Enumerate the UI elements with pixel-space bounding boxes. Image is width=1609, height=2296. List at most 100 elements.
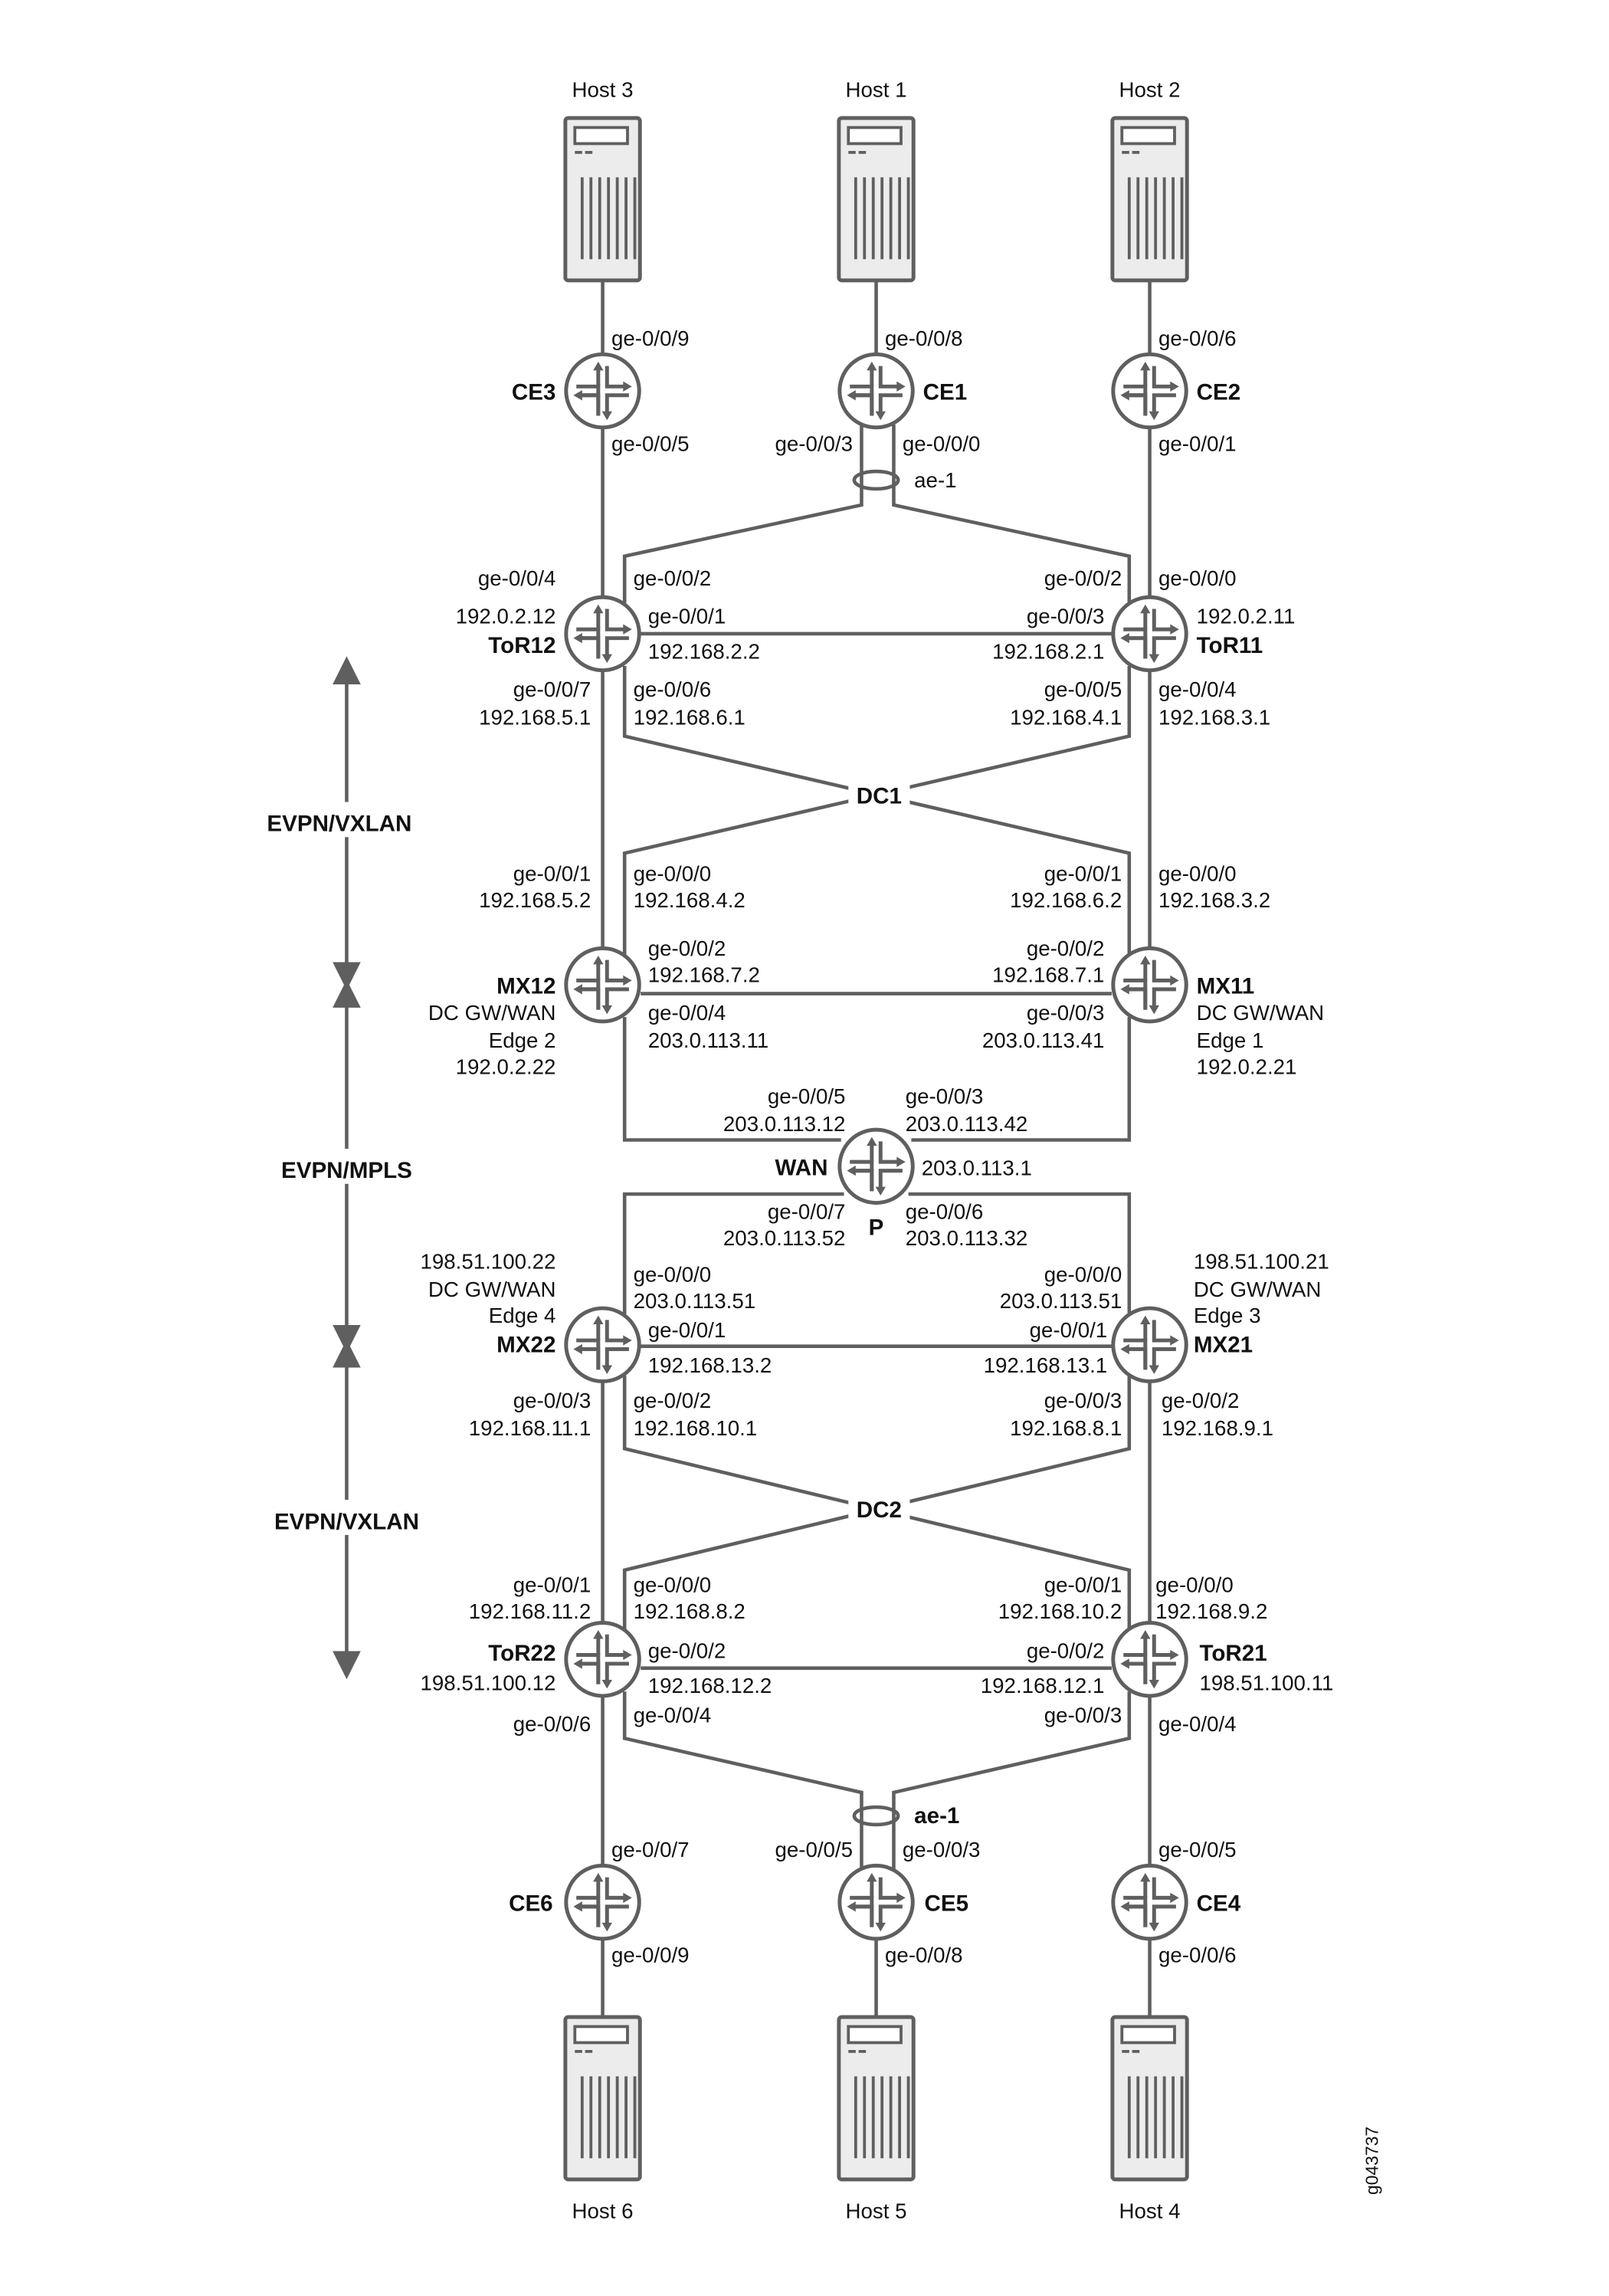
node-name-ce6: CE6 [509,1891,553,1917]
lag-ellipse-top [852,469,900,491]
port-label: ge-0/0/4 [648,1001,726,1025]
ip-label: 192.168.8.1 [1010,1416,1122,1440]
port-label: ge-0/0/3 [1027,605,1105,628]
host-label: Host 5 [846,2199,907,2223]
ip-label: 192.168.7.1 [992,963,1104,986]
router-icon-ce5 [840,1865,913,1938]
port-label: ge-0/0/3 [903,1838,981,1861]
server-icon-host5 [839,2017,913,2180]
host-label: Host 1 [846,77,907,101]
port-label: ge-0/0/6 [906,1200,984,1224]
ip-label: 203.0.113.42 [906,1112,1028,1136]
port-label: ge-0/0/3 [1027,1001,1105,1025]
link-ce1-tor11 [892,424,1132,603]
ip-label: 192.168.13.1 [984,1353,1108,1377]
node-name-mx21: MX21 [1194,1332,1253,1357]
ip-label: 192.168.10.2 [998,1599,1122,1623]
edge-label: Edge 1 [1197,1028,1264,1052]
node-name-ce1: CE1 [923,380,968,405]
server-icon-host3 [565,118,640,280]
node-name-tor11: ToR11 [1197,633,1263,658]
role-label: DC GW/WAN [428,1001,556,1025]
router-icon-mx21 [1113,1308,1186,1381]
ip-label: 192.168.11.2 [469,1599,591,1623]
link-ce1-tor12 [622,424,863,603]
link-mx12-wan [622,1017,841,1142]
ip-label: 192.168.11.1 [469,1416,591,1440]
ip-label: 192.168.6.1 [634,705,746,729]
host-label: Host 6 [572,2199,634,2223]
link-wan-mx21 [908,1192,1132,1314]
ip-label: 192.168.9.1 [1162,1416,1273,1440]
ip-label: 192.168.12.1 [981,1674,1105,1697]
router-icon-tor22 [566,1623,639,1696]
ip-label: 192.168.8.2 [634,1599,746,1623]
node-name-tor12: ToR12 [488,633,555,658]
node-name-ce4: CE4 [1197,1891,1241,1917]
server-icon-host4 [1113,2017,1187,2180]
ip-label: 192.168.3.1 [1158,705,1270,729]
segment-label-middle: EVPN/MPLS [281,1158,412,1183]
role-label-p: P [869,1215,884,1241]
server-icon-host1 [839,118,913,280]
ip-label: 192.168.4.1 [1010,705,1122,729]
ip-label: 192.168.10.1 [634,1416,758,1440]
port-label: ge-0/0/2 [1027,936,1105,960]
loopback-label: 198.51.100.12 [420,1671,555,1694]
role-label: DC GW/WAN [428,1278,556,1301]
port-label: ge-0/0/4 [478,566,556,590]
ce-bottom-labels: ae-1 ge-0/0/7 ge-0/0/5 ge-0/0/3 ge-0/0/5… [509,1803,1241,1966]
node-name-ce5: CE5 [925,1891,969,1917]
node-name-tor21: ToR21 [1199,1641,1267,1666]
ip-label: 192.168.13.2 [648,1353,772,1377]
mx-dc2-labels: 198.51.100.22 DC GW/WAN Edge 4 MX22 ge-0… [420,1250,1329,1441]
node-name-tor22: ToR22 [488,1641,555,1666]
port-label: ge-0/0/0 [634,1263,712,1287]
node-name-ce3: CE3 [512,380,556,405]
port-label: ge-0/0/0 [1155,1573,1234,1596]
port-label: ge-0/0/2 [648,936,726,960]
ip-label: 192.168.5.2 [479,888,591,912]
router-icon-ce1 [840,354,913,427]
router-icon-ce3 [566,354,639,427]
lag-ellipse-bottom [852,1805,900,1827]
links [601,280,1152,2017]
port-label: ge-0/0/9 [611,1943,690,1966]
port-label: ge-0/0/3 [513,1389,591,1412]
ip-label: 192.168.3.2 [1158,888,1270,912]
loopback-label: 192.0.2.22 [456,1055,556,1079]
router-icon-mx22 [566,1308,639,1381]
dc2-label: DC2 [857,1497,902,1523]
port-label: ge-0/0/2 [634,1389,712,1412]
port-label: ge-0/0/6 [1158,1943,1237,1966]
ip-label: 192.168.4.2 [634,888,746,912]
port-label: ge-0/0/2 [648,1638,726,1662]
router-icon-tor12 [566,597,639,670]
mx-dc1-labels: ge-0/0/1 192.168.5.2 ge-0/0/0 192.168.4.… [428,862,1324,1079]
tor-dc2-labels: ge-0/0/1 192.168.11.2 ge-0/0/0 192.168.8… [420,1573,1333,1735]
wan-labels: ge-0/0/5 203.0.113.12 ge-0/0/3 203.0.113… [723,1084,1032,1250]
node-name-ce2: CE2 [1197,380,1241,405]
ip-label: 192.168.5.1 [479,705,591,729]
loopback-label: 203.0.113.1 [922,1156,1032,1179]
port-label: ge-0/0/1 [1044,862,1122,886]
ip-label: 192.168.2.1 [992,639,1104,663]
port-label: ge-0/0/6 [634,677,712,701]
port-label: ge-0/0/1 [648,605,726,628]
router-icon-mx12 [566,948,639,1021]
server-icon-host6 [565,2017,640,2180]
dc1-label: DC1 [857,783,902,809]
port-label: ge-0/0/5 [611,431,690,455]
port-label: ge-0/0/8 [885,326,963,350]
port-label: ge-0/0/2 [1162,1389,1240,1412]
loopback-label: 198.51.100.22 [420,1250,555,1274]
port-label: ge-0/0/6 [1158,326,1237,350]
ip-label: 192.168.6.2 [1010,888,1122,912]
lag-label: ae-1 [914,1803,959,1829]
port-label: ge-0/0/7 [611,1838,690,1861]
port-label: ge-0/0/3 [906,1084,984,1108]
loopback-label: 198.51.100.21 [1194,1250,1329,1274]
router-icon-mx11 [1113,948,1186,1021]
port-label: ge-0/0/1 [513,1573,591,1596]
